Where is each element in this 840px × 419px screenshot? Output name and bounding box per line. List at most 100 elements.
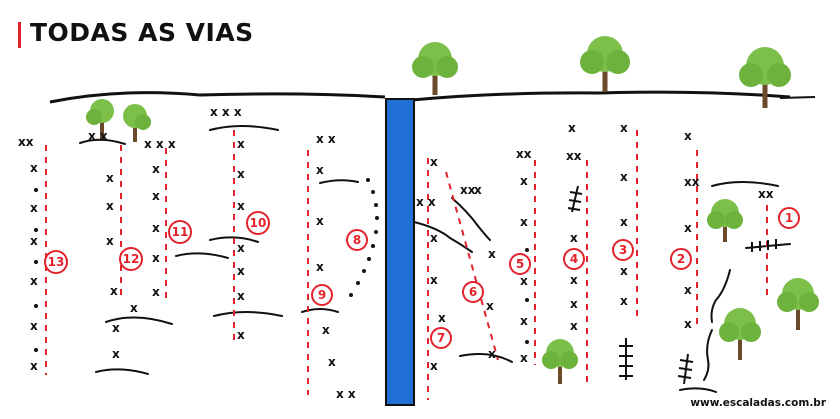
- bolt-mark: x: [237, 328, 245, 342]
- bolt-mark: x: [474, 183, 482, 197]
- route-5-dot: [525, 248, 529, 252]
- bolt-mark: x: [328, 355, 336, 369]
- route-8-dot: [356, 281, 360, 285]
- route-badge-12: 12: [119, 247, 143, 271]
- bolt-mark: x: [112, 321, 120, 335]
- bolt-mark: x: [570, 319, 578, 333]
- svg-text:9: 9: [318, 288, 326, 302]
- bolt-mark: x: [106, 199, 114, 213]
- bolt-mark: x: [684, 129, 692, 143]
- svg-text:11: 11: [172, 225, 189, 239]
- route-badge-10: 10: [246, 211, 270, 235]
- cliff-top-right: [411, 90, 791, 102]
- bolt-mark: x: [316, 260, 324, 274]
- route-13-dot: [34, 348, 38, 352]
- route-5-dot: [525, 340, 529, 344]
- ladder-mark: [751, 239, 777, 252]
- bolt-mark: x: [152, 221, 160, 235]
- bolt-mark: x: [620, 264, 628, 278]
- route-badge-6: 6: [462, 281, 484, 303]
- bolt-mark: x: [684, 283, 692, 297]
- tree-icon: [777, 278, 819, 330]
- bolt-mark: x: [152, 251, 160, 265]
- bolt-mark: x: [520, 314, 528, 328]
- route-badge-2: 2: [670, 248, 692, 270]
- bolt-mark: x x x: [144, 137, 176, 151]
- bolt-mark: x: [30, 161, 38, 175]
- bolt-mark: x: [30, 234, 38, 248]
- svg-text:8: 8: [353, 233, 361, 247]
- ledge-line: [319, 179, 359, 184]
- bolt-mark: x: [237, 137, 245, 151]
- bolt-mark: xx: [684, 175, 700, 189]
- bolt-mark: x: [620, 170, 628, 184]
- svg-text:13: 13: [48, 255, 65, 269]
- route-8-dot: [374, 230, 378, 234]
- bolt-mark: x: [30, 319, 38, 333]
- route-badge-5: 5: [509, 253, 531, 275]
- svg-text:2: 2: [677, 252, 685, 266]
- bolt-mark: x x: [416, 195, 436, 209]
- bolt-mark: x: [237, 167, 245, 181]
- bolt-mark: x: [684, 221, 692, 235]
- route-8-dot: [374, 203, 378, 207]
- bolt-mark: xx: [566, 149, 582, 163]
- bolt-mark: x: [112, 347, 120, 361]
- bolt-mark: x x: [336, 387, 356, 401]
- bolt-mark: x: [430, 155, 438, 169]
- svg-text:10: 10: [250, 216, 267, 230]
- bolt-mark: x: [488, 247, 496, 261]
- bolt-mark: x x: [88, 129, 108, 143]
- ledge-line: [209, 125, 279, 131]
- bolt-mark: x: [106, 171, 114, 185]
- bolt-mark: x: [152, 189, 160, 203]
- bolt-mark: x: [237, 241, 245, 255]
- route-badge-13: 13: [44, 250, 68, 274]
- cliff-top-left: [49, 91, 386, 104]
- bolt-mark: xx: [516, 147, 532, 161]
- route-badge-1: 1: [778, 207, 800, 229]
- tree-icon: [719, 308, 761, 360]
- tree-icon: [412, 42, 458, 95]
- route-5-dot: [525, 298, 529, 302]
- route-8-dot: [362, 269, 366, 273]
- svg-text:5: 5: [516, 257, 524, 271]
- bolt-mark: x: [620, 294, 628, 308]
- route-8-dot: [371, 190, 375, 194]
- crack-line: [413, 221, 473, 253]
- bolt-mark: x: [568, 121, 576, 135]
- tree-icon: [86, 99, 114, 139]
- bolt-mark: x: [152, 162, 160, 176]
- website-url: www.escaladas.com.br: [690, 397, 826, 409]
- bolt-mark: x: [152, 285, 160, 299]
- tree-icon: [580, 36, 630, 92]
- route-8-dot: [366, 178, 370, 182]
- route-badge-3: 3: [612, 239, 634, 261]
- bolt-mark: xx: [18, 135, 34, 149]
- bolt-mark: x: [620, 121, 628, 135]
- waterfall: [385, 98, 415, 406]
- tree-icon: [542, 339, 578, 384]
- ledge-line: [711, 181, 779, 187]
- bolt-mark: x: [30, 201, 38, 215]
- tree-icon: [123, 104, 151, 142]
- bolt-mark: xx: [460, 183, 476, 197]
- svg-text:1: 1: [785, 211, 793, 225]
- route-badge-9: 9: [311, 284, 333, 306]
- bolt-mark: x x x: [210, 105, 242, 119]
- route-8-dot: [349, 293, 353, 297]
- route-8-dot: [375, 216, 379, 220]
- bolt-mark: x: [570, 231, 578, 245]
- bolt-mark: x: [316, 163, 324, 177]
- ledge-line: [79, 138, 126, 145]
- bolt-mark: x: [486, 299, 494, 313]
- ledge-line: [301, 308, 339, 313]
- route-badge-8: 8: [346, 229, 368, 251]
- tree-icon: [739, 47, 791, 108]
- bolt-mark: x: [316, 214, 324, 228]
- crack-line: [451, 197, 491, 241]
- svg-text:6: 6: [469, 285, 477, 299]
- bolt-mark: x: [520, 174, 528, 188]
- bolt-mark: x: [520, 215, 528, 229]
